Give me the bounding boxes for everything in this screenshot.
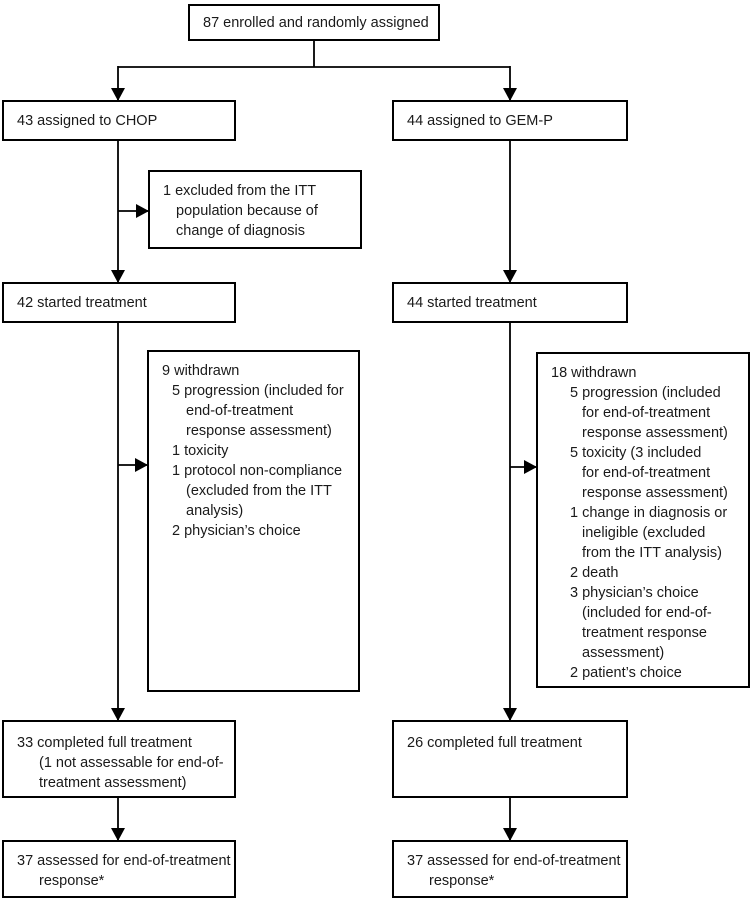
assessed-line: response* [429, 873, 495, 889]
gemp-started-text: 44 started treatment [407, 294, 537, 311]
completed-line: treatment assessment) [39, 775, 187, 791]
withdrawn-line: 1 protocol non-compliance [172, 463, 343, 479]
completed-line: 26 completed full treatment [407, 735, 582, 751]
chop-assigned-text: 43 assigned to CHOP [17, 112, 158, 129]
withdrawn-line: response assessment) [582, 485, 728, 501]
box-gemp-assessed: 37 assessed for end-of-treatment respons… [392, 840, 628, 898]
completed-line: 33 completed full treatment [17, 735, 192, 751]
withdrawn-line: 5 toxicity (3 included [570, 445, 702, 461]
assessed-line: 37 assessed for end-of-treatment [407, 853, 621, 869]
box-gemp-withdrawn: 18 withdrawn 5 progression (included for… [536, 352, 750, 688]
withdrawn-line: 2 patient’s choice [570, 665, 682, 681]
assessed-line: response* [39, 873, 105, 889]
withdrawn-line: ineligible (excluded [582, 525, 706, 541]
box-gemp-started: 44 started treatment [392, 282, 628, 323]
withdrawn-line: 3 physician’s choice [570, 585, 699, 601]
withdrawn-line: end-of-treatment [186, 403, 294, 419]
excluded-line: population because of [176, 203, 318, 219]
withdrawn-line: 5 progression (included [570, 385, 721, 401]
box-gemp-assigned: 44 assigned to GEM-P [392, 100, 628, 141]
withdrawn-line: response assessment) [186, 423, 332, 439]
gemp-assigned-text: 44 assigned to GEM-P [407, 112, 553, 129]
withdrawn-line: 2 physician’s choice [172, 523, 301, 539]
withdrawn-line: analysis) [186, 503, 244, 519]
box-chop-assigned: 43 assigned to CHOP [2, 100, 236, 141]
withdrawn-line: for end-of-treatment [582, 405, 711, 421]
chop-started-text: 42 started treatment [17, 294, 147, 311]
box-chop-completed: 33 completed full treatment (1 not asses… [2, 720, 236, 798]
withdrawn-line: from the ITT analysis) [582, 545, 722, 561]
assessed-line: 37 assessed for end-of-treatment [17, 853, 231, 869]
box-chop-started: 42 started treatment [2, 282, 236, 323]
withdrawn-line: 5 progression (included for [172, 383, 344, 399]
completed-line: (1 not assessable for end-of- [39, 755, 224, 771]
enrolled-text: 87 enrolled and randomly assigned [203, 14, 429, 31]
withdrawn-line: treatment response [582, 625, 707, 641]
withdrawn-line: 2 death [570, 565, 619, 581]
withdrawn-line: (excluded from the ITT [186, 483, 332, 499]
withdrawn-line: for end-of-treatment [582, 465, 711, 481]
box-chop-assessed: 37 assessed for end-of-treatment respons… [2, 840, 236, 898]
withdrawn-line: response assessment) [582, 425, 728, 441]
withdrawn-line: 18 withdrawn [551, 365, 637, 381]
withdrawn-line: assessment) [582, 645, 665, 661]
withdrawn-line: 1 toxicity [172, 443, 229, 459]
withdrawn-line: 9 withdrawn [162, 363, 240, 379]
withdrawn-line: (included for end-of- [582, 605, 712, 621]
excluded-line: 1 excluded from the ITT [163, 183, 317, 199]
excluded-line: change of diagnosis [176, 223, 305, 239]
box-gemp-completed: 26 completed full treatment [392, 720, 628, 798]
box-chop-excluded: 1 excluded from the ITT population becau… [148, 170, 362, 249]
box-enrolled: 87 enrolled and randomly assigned [188, 4, 440, 41]
withdrawn-line: 1 change in diagnosis or [570, 505, 728, 521]
box-chop-withdrawn: 9 withdrawn 5 progression (included for … [147, 350, 360, 692]
